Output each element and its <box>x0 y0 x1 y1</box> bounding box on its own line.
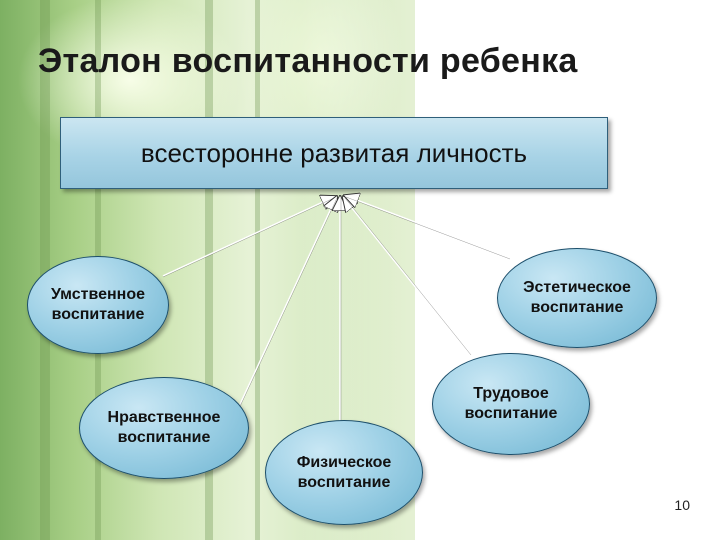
connector-mental <box>162 197 334 277</box>
connector-aesthetic <box>346 196 511 259</box>
node-physical-line2: воспитание <box>297 473 391 491</box>
tree-trunk-decoration <box>255 0 260 540</box>
slide-title: Эталон воспитанности ребенка <box>38 42 578 80</box>
node-labor-line2: воспитание <box>464 405 558 422</box>
connector-moral <box>235 198 336 414</box>
connector-labor <box>344 198 471 356</box>
node-moral-education: Нравственное воспитание <box>79 377 249 479</box>
tree-trunk-decoration <box>205 0 213 540</box>
node-aesthetic-line2: воспитание <box>530 299 624 316</box>
node-aesthetic-education: Эстетическое воспитание <box>497 248 657 348</box>
node-mental-line2: воспитание <box>51 306 145 323</box>
node-mental-line1: Умственное <box>50 286 146 303</box>
page-number: 10 <box>674 497 690 513</box>
node-physical-line1: Физическое <box>296 453 392 471</box>
root-node-box: всесторонне развитая личность <box>60 117 608 189</box>
node-labor-line1: Трудовое <box>473 385 549 402</box>
node-moral-line2: воспитание <box>117 429 211 446</box>
node-moral-line1: Нравственное <box>107 409 221 426</box>
root-node-label: всесторонне развитая личность <box>140 137 528 168</box>
node-aesthetic-line1: Эстетическое <box>523 279 631 296</box>
tree-trunk-decoration <box>40 0 50 540</box>
node-labor-education: Трудовое воспитание <box>432 353 590 455</box>
node-mental-education: Умственное воспитание <box>27 256 169 354</box>
node-physical-education: Физическое воспитание <box>265 420 423 525</box>
